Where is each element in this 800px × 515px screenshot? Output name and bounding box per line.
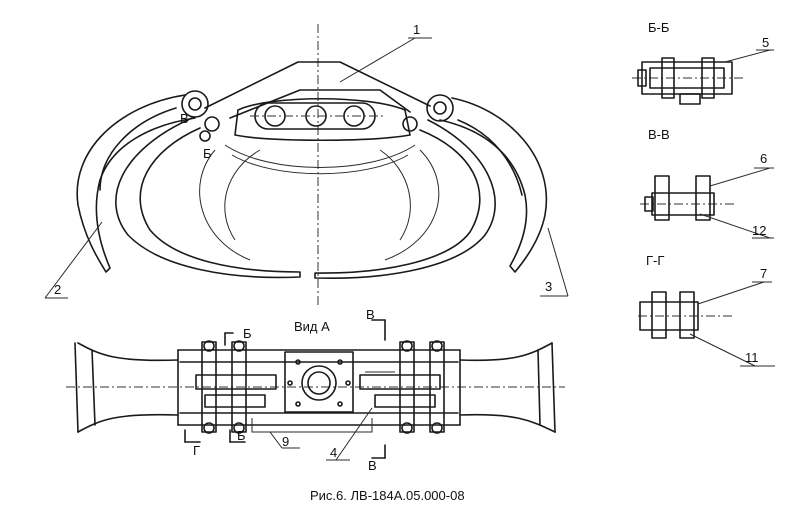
cut-mark-b-small: Б: [237, 428, 246, 443]
cut-mark-v-left: В: [180, 111, 189, 126]
callout-5: 5: [762, 35, 769, 50]
view-a-label: Вид А: [294, 319, 330, 334]
callout-9: 9: [282, 434, 289, 449]
grapple-front-view: [76, 24, 548, 305]
section-gg-label: Г-Г: [646, 253, 664, 268]
callout-7: 7: [760, 266, 767, 281]
plan-cut-lines: [184, 319, 386, 459]
section-bb: [632, 49, 774, 105]
callout-11: 11: [745, 350, 759, 365]
top-view-callouts: [44, 37, 569, 299]
plan-callouts: [269, 407, 373, 461]
section-vv: [640, 167, 774, 239]
section-bb-label: Б-Б: [648, 20, 669, 35]
section-vv-label: В-В: [648, 127, 670, 142]
callout-12: 12: [752, 223, 766, 238]
cut-mark-b: Б: [243, 326, 252, 341]
cut-mark-v-top: В: [366, 307, 375, 322]
section-gg: [638, 281, 775, 367]
callout-2: 2: [54, 282, 61, 297]
cut-mark-g: Г: [193, 443, 200, 458]
callout-3: 3: [545, 279, 552, 294]
plan-view: [66, 340, 565, 434]
callout-1: 1: [413, 22, 420, 37]
cut-mark-v-bottom: В: [368, 458, 377, 473]
cut-mark-b-left: Б: [203, 146, 212, 161]
callout-4: 4: [330, 445, 337, 460]
figure-caption: Рис.6. ЛВ-184А.05.000-08: [310, 488, 465, 503]
callout-6: 6: [760, 151, 767, 166]
